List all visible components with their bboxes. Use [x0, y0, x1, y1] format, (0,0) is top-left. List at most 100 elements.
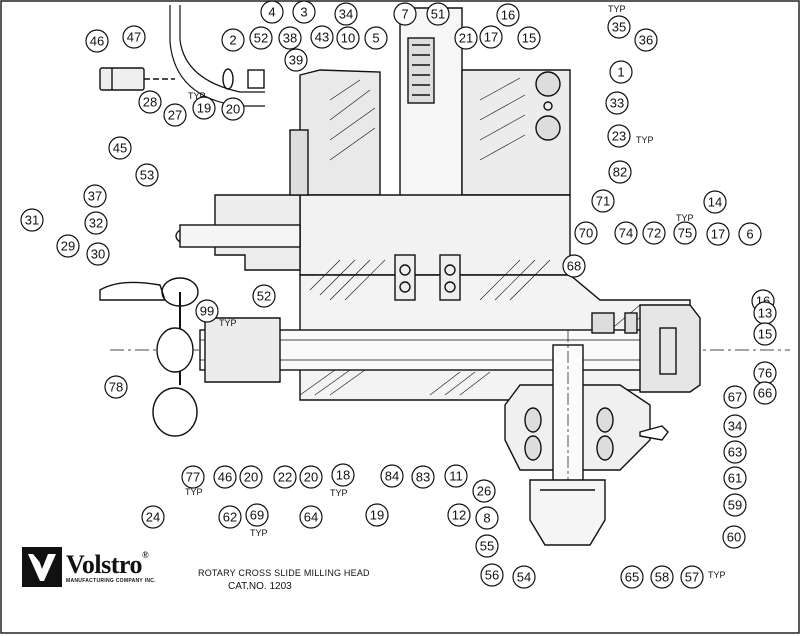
callout-circle	[650, 565, 674, 589]
callout-number: 11	[449, 469, 463, 484]
callout-circle	[479, 25, 503, 49]
volstro-logo: Volstro® MANUFACTURING COMPANY INC.	[22, 547, 182, 587]
callout-circle	[299, 465, 323, 489]
callout-number: 99	[200, 304, 214, 319]
callout-number: 6	[746, 227, 753, 242]
callout-circle	[135, 163, 159, 187]
callout-34: 34	[723, 414, 747, 438]
callout-circle	[104, 375, 128, 399]
callout-number: 17	[484, 30, 498, 45]
callout-20: 20	[239, 465, 263, 489]
callout-circle	[706, 222, 730, 246]
callout-number: 35	[612, 20, 626, 35]
callout-circle	[642, 221, 666, 245]
callout-45: 45	[108, 136, 132, 160]
callout-31: 31	[20, 208, 44, 232]
callout-number: 39	[289, 53, 303, 68]
callout-67: 67	[723, 385, 747, 409]
callout-circle	[245, 503, 269, 527]
callout-number: 27	[168, 108, 182, 123]
callout-circle	[609, 60, 633, 84]
callout-number: 32	[89, 216, 103, 231]
callout-72: 72	[642, 221, 666, 245]
callout-circle	[221, 28, 245, 52]
callout-5: 5	[364, 26, 388, 50]
callout-number: 66	[758, 386, 772, 401]
callout-number: 23	[612, 129, 626, 144]
callout-number: 24	[146, 510, 160, 525]
callout-number: 18	[336, 468, 350, 483]
svg-text:TYP: TYP	[608, 4, 626, 14]
callout-3: 3	[292, 0, 316, 24]
callout-14: 14	[703, 190, 727, 214]
svg-text:TYP: TYP	[250, 528, 268, 538]
callout-number: 10	[341, 31, 355, 46]
callout-64: 64	[299, 505, 323, 529]
callout-circle	[331, 463, 355, 487]
callout-circle	[454, 26, 478, 50]
brand-name: Volstro®	[66, 550, 149, 579]
callout-number: 43	[315, 30, 329, 45]
callout-circle	[299, 505, 323, 529]
callout-number: 45	[113, 141, 127, 156]
callout-circle	[260, 0, 284, 24]
callout-number: 33	[610, 96, 624, 111]
callout-number: 51	[431, 7, 445, 22]
callout-number: 68	[567, 259, 581, 274]
callout-35: 35	[607, 15, 631, 39]
callout-62: 62	[218, 505, 242, 529]
svg-text:TYP: TYP	[676, 213, 694, 223]
callout-13: 13	[753, 301, 777, 325]
callout-19: 19	[365, 503, 389, 527]
callout-number: 75	[678, 226, 692, 241]
callout-18: 18	[331, 463, 355, 487]
callout-number: 20	[304, 470, 318, 485]
callout-number: 53	[140, 168, 154, 183]
callout-number: 22	[278, 470, 292, 485]
catalog-number: CAT.NO. 1203	[228, 581, 292, 592]
callout-circle	[83, 184, 107, 208]
callout-16: 16	[496, 3, 520, 27]
callout-number: 56	[485, 568, 499, 583]
callout-circle	[723, 440, 747, 464]
callout-number: 15	[758, 327, 772, 342]
callout-circle	[620, 565, 644, 589]
callout-number: 64	[304, 510, 318, 525]
callout-61: 61	[723, 466, 747, 490]
svg-text:TYP: TYP	[330, 488, 348, 498]
typ-notes: TYP TYP TYP TYP TYP TYP TYP TYP TYP	[185, 4, 726, 580]
callout-77: 77	[181, 465, 205, 489]
callout-53: 53	[135, 163, 159, 187]
callout-circle	[444, 464, 468, 488]
callout-number: 65	[625, 570, 639, 585]
callout-circle	[738, 222, 762, 246]
callout-circle	[753, 322, 777, 346]
callout-19: 19	[192, 96, 216, 120]
callout-circle	[108, 136, 132, 160]
callout-number: 20	[226, 102, 240, 117]
callout-10: 10	[336, 26, 360, 50]
callout-15: 15	[753, 322, 777, 346]
callout-15: 15	[517, 26, 541, 50]
callout-20: 20	[299, 465, 323, 489]
callout-circle	[723, 414, 747, 438]
callout-70: 70	[574, 221, 598, 245]
callout-36: 36	[634, 28, 658, 52]
callout-circle	[278, 26, 302, 50]
svg-text:TYP: TYP	[708, 570, 726, 580]
callout-circle	[163, 103, 187, 127]
callout-number: 30	[91, 247, 105, 262]
callout-4: 4	[260, 0, 284, 24]
callout-circle	[723, 493, 747, 517]
callout-37: 37	[83, 184, 107, 208]
callout-52: 52	[249, 26, 273, 50]
callout-12: 12	[447, 503, 471, 527]
callout-number: 71	[596, 194, 610, 209]
callout-60: 60	[722, 525, 746, 549]
callout-54: 54	[512, 565, 536, 589]
callout-circle	[703, 190, 727, 214]
callout-46: 46	[213, 465, 237, 489]
callout-number: 16	[501, 8, 515, 23]
